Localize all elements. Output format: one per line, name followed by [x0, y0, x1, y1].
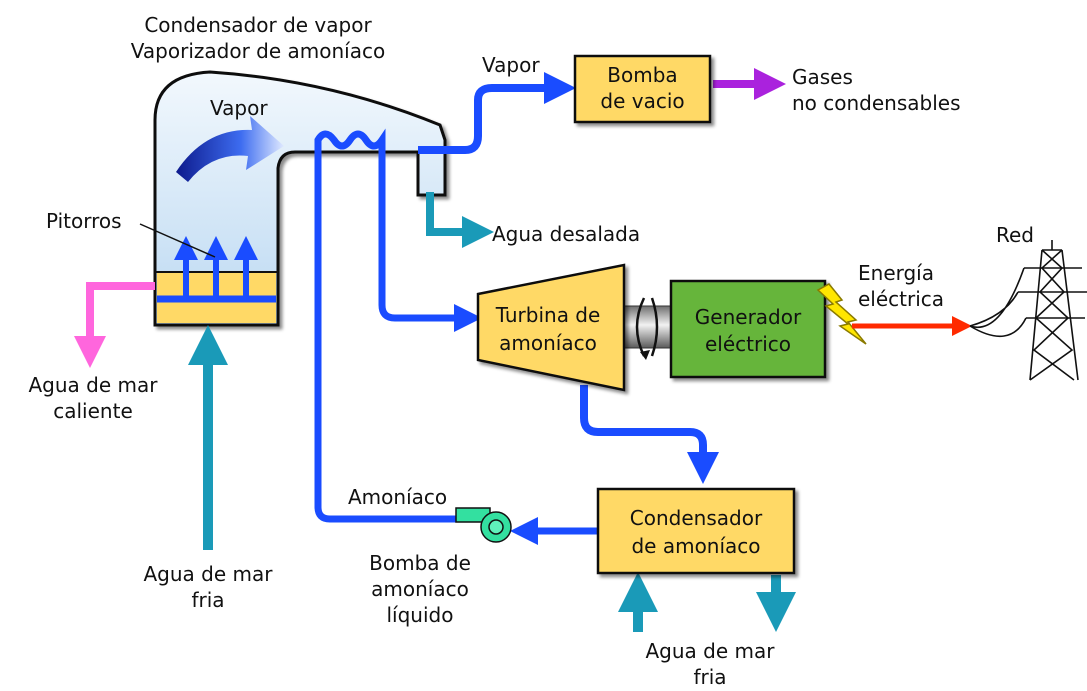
generator-label-1: Generador	[694, 305, 802, 329]
vapor-inside-label: Vapor	[210, 96, 268, 120]
desalinated-water-outlet	[426, 192, 494, 248]
pitorros-label: Pitorros	[46, 209, 122, 233]
turbine-label-2: amoníaco	[499, 331, 597, 355]
vacuum-pump-box	[573, 54, 712, 124]
cold-water-left-label-1: Agua de mar	[143, 562, 273, 586]
gases-label-2: no condensables	[792, 91, 961, 115]
cold-water-bottom-label-2: fria	[693, 665, 727, 689]
ammonia-turbine	[476, 263, 626, 392]
cold-water-bottom-label-1: Agua de mar	[645, 639, 775, 663]
condenser-title-line-2: Vaporizador de amoníaco	[130, 39, 386, 63]
vapor-top-label: Vapor	[482, 53, 540, 77]
hot-water-label-1: Agua de mar	[28, 373, 158, 397]
generator-label-2: eléctrico	[704, 332, 791, 356]
ammonia-condenser-box	[596, 487, 796, 575]
pitorros-pointer	[139, 223, 216, 258]
ammonia-pump-icon	[455, 507, 512, 543]
transmission-tower-icon	[969, 240, 1087, 381]
vacuum-pump-label-2: de vacio	[600, 89, 685, 113]
ammonia-vapor-line	[314, 128, 482, 523]
vapor-flow-arrow	[176, 116, 284, 182]
generator-box	[669, 279, 827, 379]
ammonia-condenser-label-1: Condensador	[629, 506, 763, 530]
vapor-line	[418, 72, 576, 154]
ammonia-label: Amoníaco	[348, 485, 448, 509]
gases-label-1: Gases	[792, 65, 853, 89]
lightning-bolt-icon	[816, 283, 867, 345]
ammonia-pump-label-3: líquido	[386, 603, 454, 627]
vacuum-pump-label-1: Bomba	[607, 63, 678, 87]
hot-water-label-2: caliente	[53, 399, 133, 423]
turbine-exhaust-line	[580, 385, 719, 484]
turbine-shaft	[618, 305, 676, 349]
hot-seawater-outlet	[74, 282, 155, 368]
turbine-label-1: Turbina de	[495, 303, 601, 327]
condenser-title-line-1: Condensador de vapor	[144, 13, 372, 37]
grid-label: Red	[996, 223, 1034, 247]
energy-label-1: Energía	[858, 261, 934, 285]
cold-water-left-label-2: fria	[191, 588, 225, 612]
rotation-indicator	[635, 297, 646, 357]
energy-label-2: eléctrica	[858, 287, 945, 311]
ammonia-pump-label-1: Bomba de	[369, 551, 471, 575]
desalinated-water-label: Agua desalada	[492, 222, 641, 246]
vaporizer-vessel	[139, 70, 447, 327]
ammonia-pump-label-2: amoníaco	[371, 577, 469, 601]
ammonia-condenser-label-2: de amoníaco	[631, 534, 761, 558]
